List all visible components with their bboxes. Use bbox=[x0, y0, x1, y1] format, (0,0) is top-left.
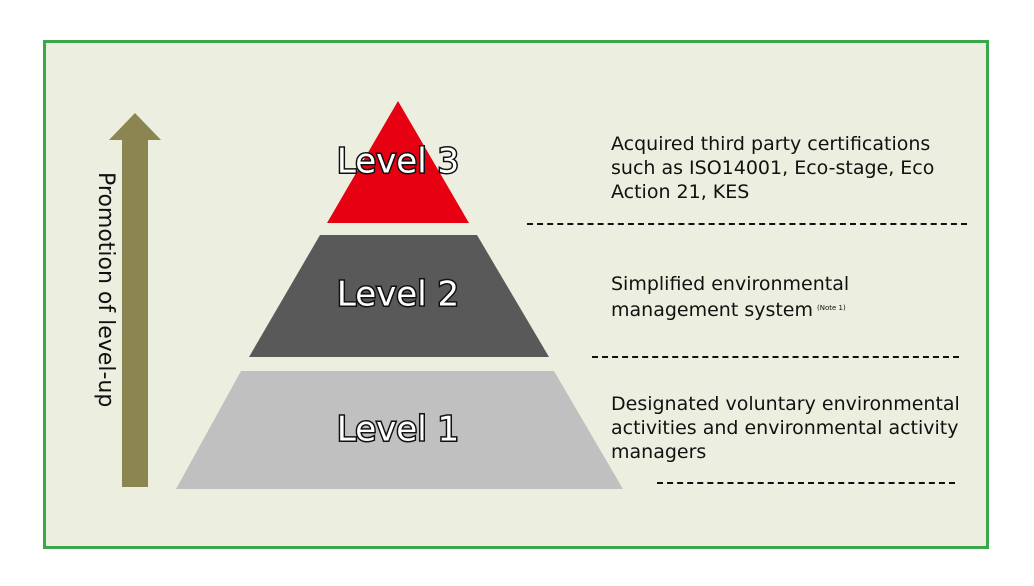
note-marker: (Note 1) bbox=[817, 304, 846, 312]
level-3-divider bbox=[527, 223, 967, 225]
level-1-shape bbox=[176, 371, 623, 489]
level-1-description: Designated voluntary environmental activ… bbox=[611, 393, 960, 463]
level-3-label: Level 3 bbox=[337, 142, 459, 182]
level-2-divider bbox=[592, 356, 959, 358]
level-2-description-text: Simplified environmental management syst… bbox=[611, 273, 850, 321]
level-3-description: Acquired third party certifications such… bbox=[611, 133, 935, 203]
level-2-description: Simplified environmental management syst… bbox=[611, 272, 971, 322]
level-2-label: Level 2 bbox=[337, 275, 459, 315]
promotion-arrow bbox=[109, 113, 161, 487]
level-1-divider bbox=[657, 482, 955, 484]
axis-label: Promotion of level-up bbox=[93, 172, 118, 408]
level-1-label: Level 1 bbox=[337, 410, 459, 450]
level-3-shape bbox=[327, 101, 469, 223]
level-2-shape bbox=[249, 235, 549, 357]
